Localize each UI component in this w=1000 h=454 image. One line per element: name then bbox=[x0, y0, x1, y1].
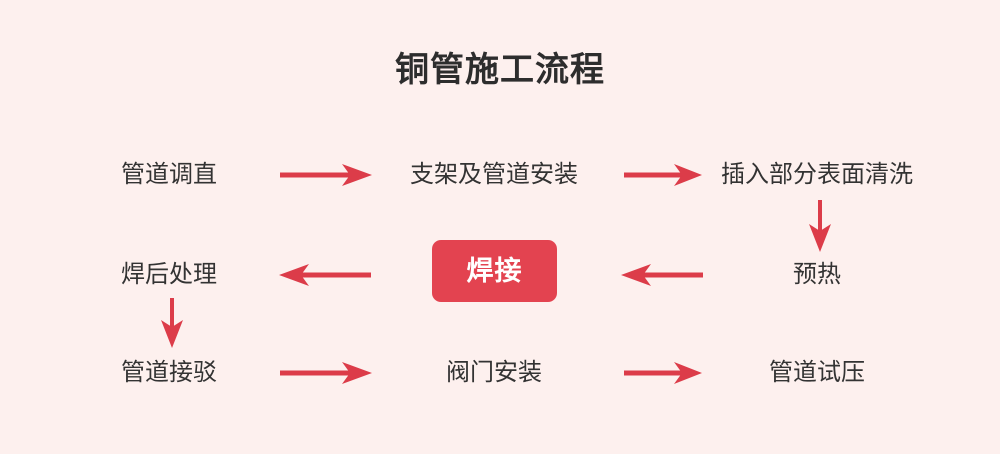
arrow-left-icon-1 bbox=[279, 263, 371, 287]
arrow-right-icon-3 bbox=[280, 361, 372, 385]
flow-node-valve-installation[interactable]: 阀门安装 bbox=[446, 359, 542, 386]
flow-node-post-weld-treatment[interactable]: 焊后处理 bbox=[121, 261, 217, 288]
arrow-right-icon-1 bbox=[280, 163, 372, 187]
flow-node-pipe-connection[interactable]: 管道接驳 bbox=[121, 359, 217, 386]
arrow-down-icon-left bbox=[160, 298, 184, 348]
flow-node-welding-highlight[interactable]: 焊接 bbox=[432, 240, 557, 302]
flow-node-preheat[interactable]: 预热 bbox=[793, 261, 841, 288]
arrow-left-icon-2 bbox=[621, 263, 703, 287]
flow-node-pipe-pressure-test[interactable]: 管道试压 bbox=[769, 359, 865, 386]
flow-node-pipe-straightening[interactable]: 管道调直 bbox=[121, 161, 217, 188]
flow-node-bracket-pipe-installation[interactable]: 支架及管道安装 bbox=[410, 161, 578, 188]
arrow-right-icon-4 bbox=[624, 361, 702, 385]
flow-node-insert-surface-cleaning[interactable]: 插入部分表面清洗 bbox=[721, 161, 913, 188]
page-title: 铜管施工流程 bbox=[395, 51, 605, 89]
arrow-right-icon-2 bbox=[624, 163, 702, 187]
arrow-down-icon-right bbox=[808, 200, 832, 252]
